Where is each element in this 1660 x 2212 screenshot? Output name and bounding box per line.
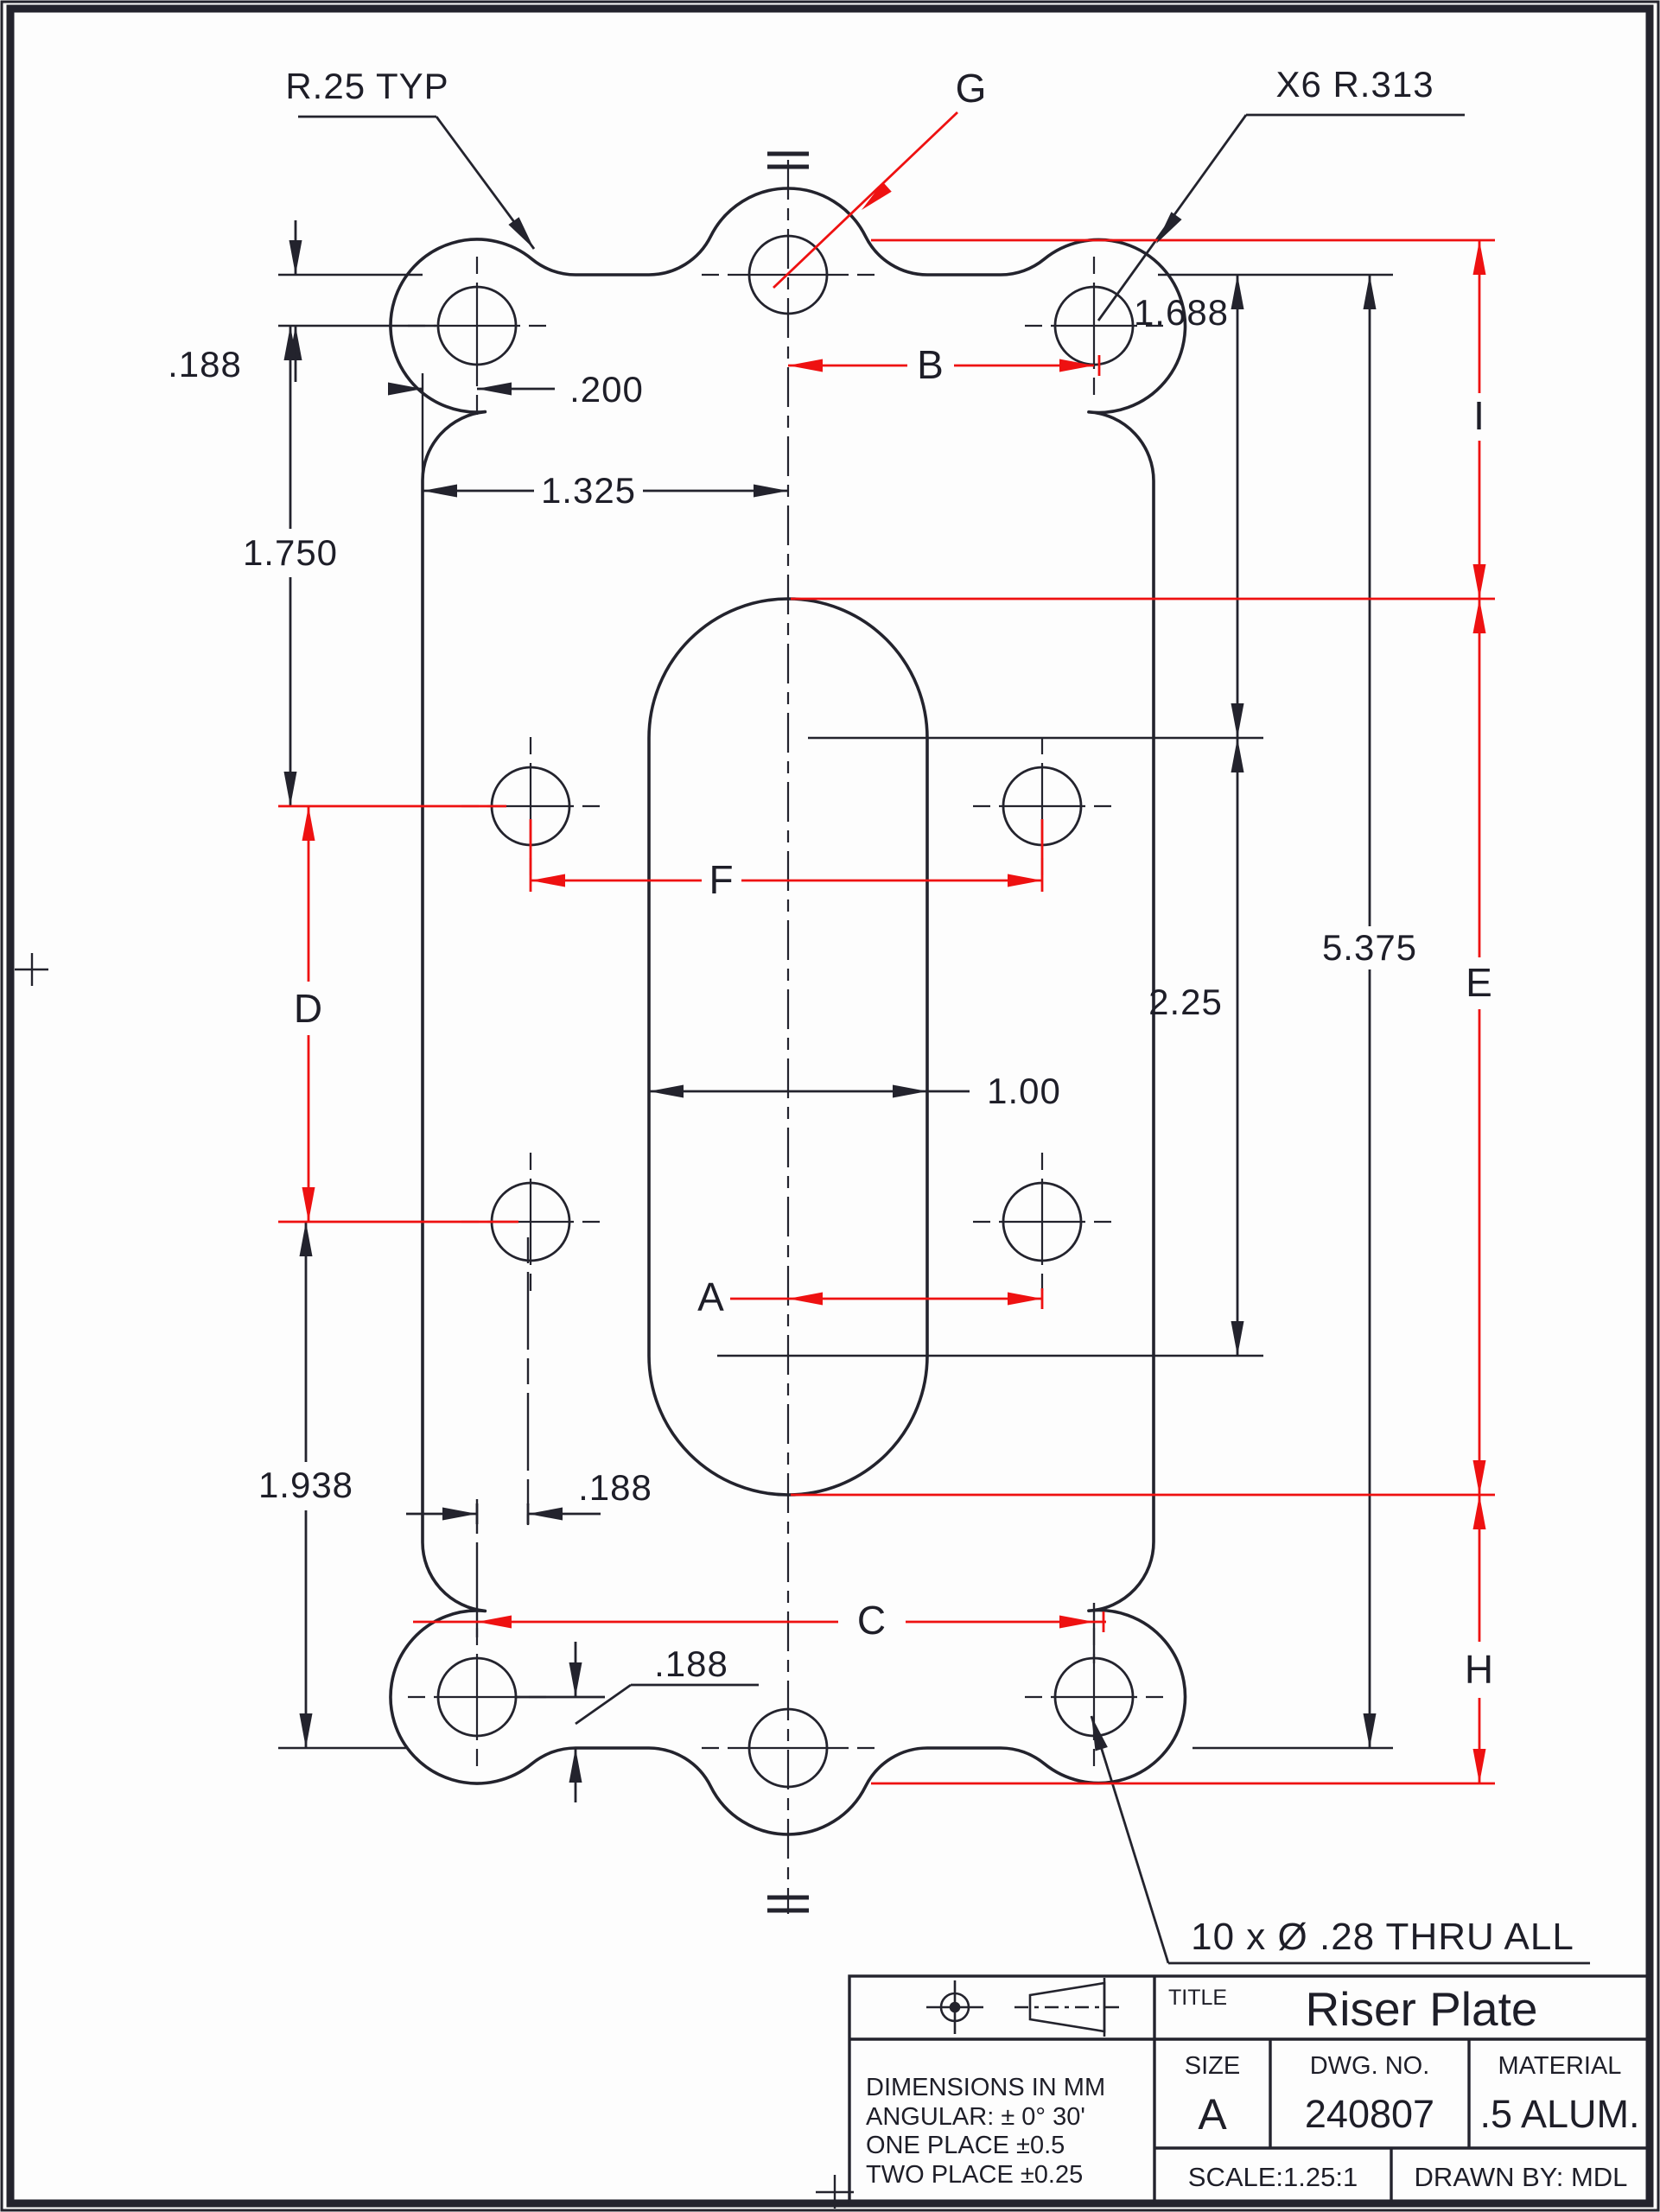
sheet-frame [6,4,1654,2208]
title-label: TITLE [1168,1986,1227,2010]
label-5375: 5.375 [1322,927,1417,968]
border-center-marks [15,953,854,2209]
label-d: D [294,986,323,1031]
label-225: 2.25 [1148,982,1223,1022]
label-b: B [917,342,944,387]
scale-value: SCALE:1.25:1 [1188,2162,1358,2192]
label-h: H [1465,1647,1494,1692]
tolerance-line-1: DIMENSIONS IN MM [866,2074,1105,2101]
label-f: F [709,857,734,902]
label-1688: 1.688 [1134,292,1229,333]
label-188-col: .188 [578,1467,652,1508]
label-1325: 1.325 [541,470,636,511]
letter-dimension-labels: G B F D A C I E H [294,66,1494,1692]
label-x6-r313: X6 R.313 [1275,64,1434,105]
centerlines [408,151,1163,1914]
size-label: SIZE [1185,2052,1240,2080]
tolerance-line-4: TWO PLACE ±0.25 [866,2161,1083,2189]
part-outline [389,187,1187,1836]
label-1938: 1.938 [258,1465,353,1505]
dwg-no-label: DWG. NO. [1310,2052,1430,2080]
label-e: E [1466,960,1493,1005]
drawing-title: Riser Plate [1306,1982,1538,2036]
black-dimension-lines [289,113,1590,1965]
dimension-labels: R.25 TYP X6 R.313 .188 .200 1.325 1.750 … [168,64,1574,1958]
label-100: 1.00 [987,1071,1061,1111]
hole-crosshairs [408,257,1163,1766]
label-c: C [857,1598,887,1643]
label-r25-typ: R.25 TYP [285,66,448,106]
label-i: I [1473,393,1485,438]
tolerance-line-2: ANGULAR: ± 0° 30' [866,2103,1085,2131]
label-1750: 1.750 [243,532,338,573]
label-188-top: .188 [168,344,242,385]
holes [436,234,1135,1789]
red-dimension-lines [278,111,1495,1785]
black-extension-lines [278,273,1393,1750]
label-g: G [956,66,988,111]
projection-symbol-icon [926,1978,1122,2037]
label-200: .200 [569,369,644,410]
title-block-text: TITLE Riser Plate SIZE A DWG. NO. 240807… [866,1982,1640,2192]
label-188-bot: .188 [654,1643,728,1684]
title-block: TITLE Riser Plate SIZE A DWG. NO. 240807… [848,1974,1652,2204]
drawn-by-value: DRAWN BY: MDL [1415,2162,1628,2192]
material-value: .5 ALUM. [1479,2092,1639,2136]
arrowheads [283,181,1486,1783]
size-value: A [1198,2090,1227,2139]
label-hole-note: 10 x Ø .28 THRU ALL [1191,1916,1574,1958]
label-a: A [697,1274,725,1319]
tolerance-line-3: ONE PLACE ±0.5 [866,2132,1065,2159]
dwg-no-value: 240807 [1305,2092,1434,2136]
material-label: MATERIAL [1498,2052,1622,2080]
